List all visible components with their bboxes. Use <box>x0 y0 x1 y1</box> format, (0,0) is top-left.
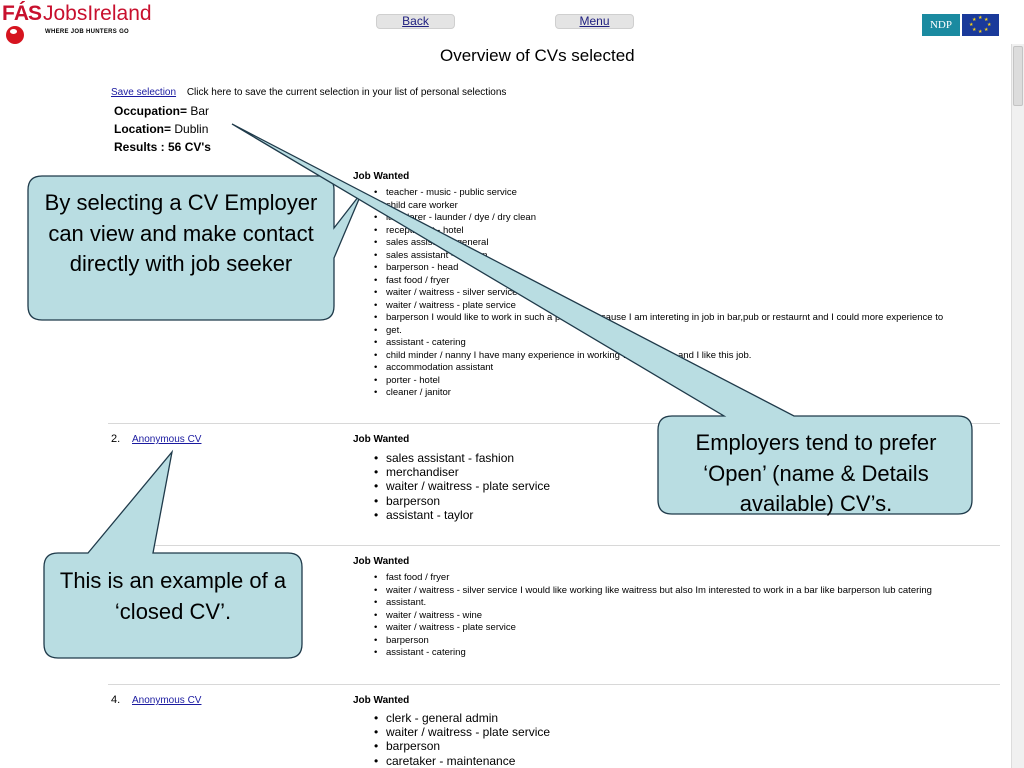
list-item: clerk - general admin <box>372 711 1002 725</box>
callout-closed-cv-shape <box>43 449 303 659</box>
save-selection-link[interactable]: Save selection <box>111 87 177 98</box>
occupation-key: Occupation= <box>114 104 188 118</box>
list-item: barperson I would like to work in such a… <box>372 312 1002 325</box>
callout-selecting-cv-text: By selecting a CV Employer can view and … <box>44 190 318 276</box>
logo-fas-mark: FÁS <box>2 2 42 25</box>
job-wanted-label: Job Wanted <box>353 556 410 567</box>
list-item: teacher - music - public service <box>372 187 1002 200</box>
list-item: barperson <box>372 635 1002 648</box>
eu-flag-icon: ★ ★ ★ ★ ★ ★ ★ ★ <box>962 14 999 36</box>
list-item: caretaker - maintenance <box>372 754 1002 768</box>
list-item: waiter / waitress - plate service <box>372 300 1002 313</box>
back-button[interactable]: Back <box>376 14 455 29</box>
menu-button[interactable]: Menu <box>555 14 634 29</box>
list-item-continuation: assistant. <box>372 597 1002 610</box>
results-count: Results : 56 CV's <box>114 140 211 154</box>
list-item: sales assistant - fashion <box>372 250 1002 263</box>
criteria-occupation: Occupation= Bar <box>114 104 209 118</box>
list-item: waiter / waitress - plate service <box>372 725 1002 739</box>
list-item: assistant - catering <box>372 647 1002 660</box>
list-item: cleaner / janitor <box>372 387 1002 400</box>
occupation-value: Bar <box>190 104 210 118</box>
logo-tagline: WHERE JOB HUNTERS GO <box>45 29 130 35</box>
list-item: fast food / fryer <box>372 275 1002 288</box>
list-item: sales assistant - general <box>372 237 1002 250</box>
list-item: waiter / waitress - silver service I wou… <box>372 585 1002 598</box>
fas-jobsireland-logo[interactable]: FÁS JobsIreland WHERE JOB HUNTERS GO <box>2 2 162 46</box>
list-item: barperson - head <box>372 262 1002 275</box>
job-wanted-label: Job Wanted <box>353 171 410 182</box>
scrollbar-thumb[interactable] <box>1013 46 1023 106</box>
cv-number: 4. <box>111 694 121 706</box>
save-selection-row: Save selection Click here to save the cu… <box>111 87 506 98</box>
save-selection-hint: Click here to save the current selection… <box>186 87 507 98</box>
list-item-continuation: get. <box>372 325 1002 338</box>
anonymous-cv-link[interactable]: Anonymous CV <box>132 434 202 445</box>
job-list-cv-4: clerk - general admin waiter / waitress … <box>372 711 1002 768</box>
list-item: fast food / fryer <box>372 572 1002 585</box>
job-wanted-label: Job Wanted <box>353 695 410 706</box>
list-item: launderer - launder / dye / dry clean <box>372 212 1002 225</box>
row-divider <box>108 545 1000 546</box>
job-list-cv-3: fast food / fryer waiter / waitress - si… <box>372 572 1002 660</box>
job-wanted-label: Job Wanted <box>353 434 410 445</box>
list-item: porter - hotel <box>372 375 1002 388</box>
location-key: Location= <box>114 122 172 136</box>
location-value: Dublin <box>174 122 209 136</box>
ndp-logo: NDP <box>922 14 960 36</box>
list-item: assistant - catering <box>372 337 1002 350</box>
job-list-cv-1: teacher - music - public service child c… <box>372 187 1002 400</box>
criteria-location: Location= Dublin <box>114 122 208 136</box>
list-item: receptionist - hotel <box>372 225 1002 238</box>
row-divider <box>108 423 1000 424</box>
list-item: waiter / waitress - plate service <box>372 622 1002 635</box>
cv-number: 2. <box>111 433 121 445</box>
row-divider <box>108 684 1000 685</box>
list-item: waiter / waitress - wine <box>372 610 1002 623</box>
logo-ball-icon <box>6 26 24 44</box>
list-item: waiter / waitress - silver service <box>372 287 1002 300</box>
callout-closed-cv-text: This is an example of a ‘closed CV’. <box>59 568 287 624</box>
vertical-scrollbar[interactable] <box>1011 44 1024 768</box>
list-item: child minder / nanny I have many experie… <box>372 350 1002 363</box>
list-item: accommodation assistant <box>372 362 1002 375</box>
list-item: child care worker <box>372 200 1002 213</box>
callout-open-cv-text: Employers tend to prefer ‘Open’ (name & … <box>695 430 937 516</box>
logo-name: JobsIreland <box>43 2 152 25</box>
list-item: barperson <box>372 739 1002 753</box>
anonymous-cv-link[interactable]: Anonymous CV <box>132 695 202 706</box>
page-title: Overview of CVs selected <box>440 46 635 65</box>
